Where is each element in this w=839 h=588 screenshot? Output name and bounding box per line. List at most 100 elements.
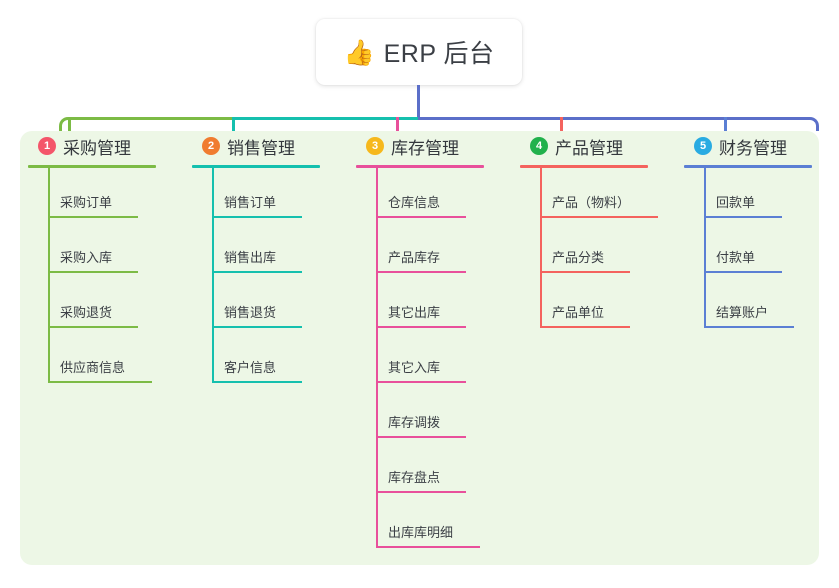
- leaf-item[interactable]: 产品库存: [348, 223, 484, 278]
- leaf-item-label: 回款单: [716, 195, 756, 210]
- column-spine: [376, 168, 378, 548]
- leaf-item-rule: [704, 216, 782, 218]
- leaf-item[interactable]: 采购退货: [20, 278, 156, 333]
- leaf-item-rule: [48, 271, 138, 273]
- leaf-item-rule: [212, 381, 302, 383]
- leaf-item-rule: [704, 326, 794, 328]
- leaf-item[interactable]: 库存盘点: [348, 443, 484, 498]
- column-header-4[interactable]: 4 产品管理: [512, 131, 648, 161]
- column-badge-icon-4: 4: [530, 137, 548, 155]
- leaf-item-label: 产品分类: [552, 250, 605, 265]
- leaf-item[interactable]: 付款单: [676, 223, 812, 278]
- column-rule: [684, 165, 812, 168]
- leaf-item[interactable]: 其它入库: [348, 333, 484, 388]
- leaf-item-rule: [48, 381, 152, 383]
- column-rule: [520, 165, 648, 168]
- root-trunk-connector: [417, 85, 420, 119]
- column-item-list: 采购订单采购入库采购退货供应商信息: [20, 168, 156, 388]
- leaf-item[interactable]: 产品（物料）: [512, 168, 658, 223]
- column-item-list: 回款单付款单结算账户: [676, 168, 812, 333]
- leaf-item-rule: [376, 546, 480, 548]
- leaf-item-label: 销售订单: [224, 195, 277, 210]
- root-title: ERP 后台: [383, 40, 495, 68]
- bus-segment-blue: [418, 117, 806, 120]
- leaf-item-label: 采购退货: [60, 305, 113, 320]
- column-item-list: 仓库信息产品库存其它出库其它入库库存调拨库存盘点出库库明细: [348, 168, 484, 553]
- leaf-item-rule: [212, 271, 302, 273]
- leaf-item[interactable]: 采购订单: [20, 168, 156, 223]
- leaf-item-label: 产品（物料）: [552, 195, 631, 210]
- leaf-item-rule: [48, 326, 138, 328]
- leaf-item[interactable]: 客户信息: [184, 333, 320, 388]
- column-4: 4 产品管理产品（物料） 产品分类产品单位: [512, 131, 658, 333]
- leaf-item-rule: [540, 326, 630, 328]
- column-title: 库存管理: [391, 138, 459, 158]
- leaf-item-label: 销售出库: [224, 250, 277, 265]
- leaf-item-label: 出库库明细: [388, 525, 454, 540]
- leaf-item[interactable]: 仓库信息: [348, 168, 484, 223]
- leaf-item-label: 其它出库: [388, 305, 441, 320]
- leaf-item-label: 其它入库: [388, 360, 441, 375]
- column-badge-icon-1: 1: [38, 137, 56, 155]
- leaf-item-rule: [212, 326, 302, 328]
- column-1: 1 采购管理采购订单采购入库采购退货供应商信息: [20, 131, 156, 388]
- column-title: 财务管理: [719, 138, 787, 158]
- column-item-list: 产品（物料） 产品分类产品单位: [512, 168, 658, 333]
- column-item-list: 销售订单销售出库销售退货客户信息: [184, 168, 320, 388]
- column-title: 销售管理: [227, 138, 295, 158]
- leaf-item-label: 采购入库: [60, 250, 113, 265]
- leaf-item[interactable]: 销售订单: [184, 168, 320, 223]
- bus-segment-green: [73, 117, 232, 120]
- root-node[interactable]: 👍 ERP 后台: [316, 19, 522, 85]
- leaf-item-label: 库存调拨: [388, 415, 441, 430]
- bus-left-corner: [59, 117, 73, 131]
- column-3: 3 库存管理仓库信息产品库存其它出库其它入库库存调拨库存盘点出库库明细: [348, 131, 484, 553]
- column-rule: [192, 165, 320, 168]
- leaf-item-rule: [376, 216, 466, 218]
- leaf-item-rule: [540, 216, 658, 218]
- leaf-item-rule: [376, 491, 466, 493]
- column-header-5[interactable]: 5 财务管理: [676, 131, 812, 161]
- leaf-item-rule: [48, 216, 138, 218]
- thumbs-up-icon: 👍: [343, 38, 375, 67]
- bus-segment-teal: [232, 117, 418, 120]
- leaf-item[interactable]: 销售出库: [184, 223, 320, 278]
- bus-right-corner: [805, 117, 819, 131]
- leaf-item-label: 供应商信息: [60, 360, 126, 375]
- leaf-item-label: 产品单位: [552, 305, 605, 320]
- leaf-item-label: 产品库存: [388, 250, 441, 265]
- leaf-item[interactable]: 产品单位: [512, 278, 648, 333]
- leaf-item[interactable]: 回款单: [676, 168, 812, 223]
- leaf-item[interactable]: 产品分类: [512, 223, 648, 278]
- leaf-item-rule: [376, 436, 466, 438]
- leaf-item[interactable]: 库存调拨: [348, 388, 484, 443]
- column-5: 5 财务管理回款单付款单结算账户: [676, 131, 812, 333]
- column-rule: [356, 165, 484, 168]
- column-badge-icon-3: 3: [366, 137, 384, 155]
- leaf-item[interactable]: 供应商信息: [20, 333, 156, 388]
- column-title: 采购管理: [63, 138, 131, 158]
- column-spine: [48, 168, 50, 383]
- leaf-item[interactable]: 出库库明细: [348, 498, 484, 553]
- leaf-item[interactable]: 结算账户: [676, 278, 812, 333]
- leaf-item-label: 仓库信息: [388, 195, 441, 210]
- leaf-item[interactable]: 其它出库: [348, 278, 484, 333]
- leaf-item-label: 付款单: [716, 250, 756, 265]
- leaf-item-label: 库存盘点: [388, 470, 441, 485]
- leaf-item[interactable]: 销售退货: [184, 278, 320, 333]
- leaf-item-rule: [540, 271, 630, 273]
- column-title: 产品管理: [555, 138, 623, 158]
- leaf-item-label: 销售退货: [224, 305, 277, 320]
- leaf-item-rule: [704, 271, 782, 273]
- column-header-3[interactable]: 3 库存管理: [348, 131, 484, 161]
- leaf-item-rule: [212, 216, 302, 218]
- column-spine: [704, 168, 706, 328]
- column-badge-icon-5: 5: [694, 137, 712, 155]
- leaf-item-rule: [376, 381, 466, 383]
- column-header-1[interactable]: 1 采购管理: [20, 131, 156, 161]
- leaf-item-label: 结算账户: [716, 305, 769, 320]
- leaf-item[interactable]: 采购入库: [20, 223, 156, 278]
